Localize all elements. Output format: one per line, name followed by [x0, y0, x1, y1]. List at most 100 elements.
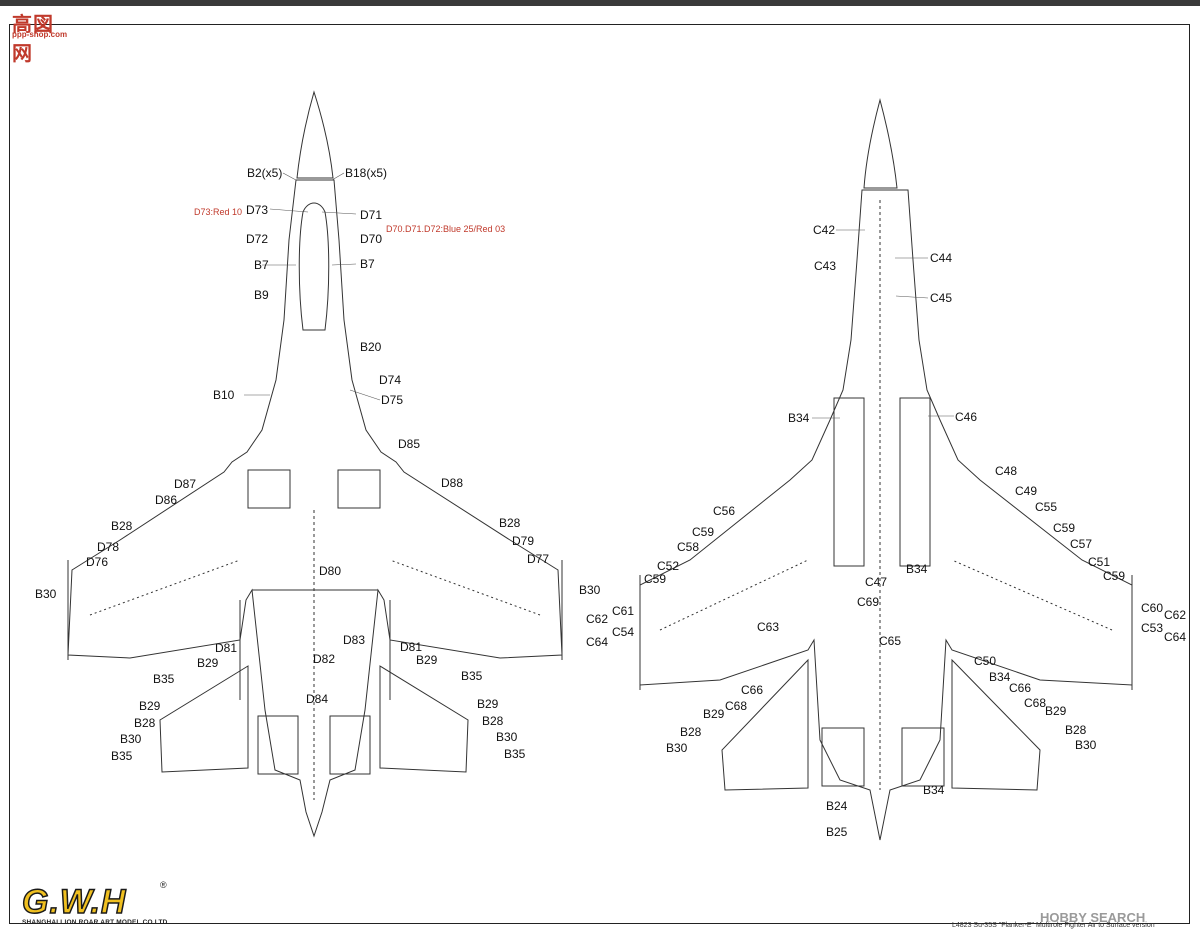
- callout-label: B25: [826, 825, 848, 839]
- callout-label: D86: [155, 493, 178, 507]
- callout-label: C68: [725, 699, 748, 713]
- callout-label: C62: [1164, 608, 1187, 622]
- leader-lines: [244, 172, 954, 419]
- callout-label: D78: [97, 540, 120, 554]
- callout-label: C63: [757, 620, 780, 634]
- callout-label: C53: [1141, 621, 1164, 635]
- callout-label: B29: [416, 653, 438, 667]
- callout-label: C59: [692, 525, 715, 539]
- callout-label: B29: [1045, 704, 1067, 718]
- callout-label: D88: [441, 476, 464, 490]
- callout-label: B30: [496, 730, 518, 744]
- callout-label: D84: [306, 692, 329, 706]
- callout-label: B28: [482, 714, 504, 728]
- callout-label: B29: [703, 707, 725, 721]
- callout-label: D74: [379, 373, 402, 387]
- callout-label: C45: [930, 291, 953, 305]
- callout-label: D71: [360, 208, 383, 222]
- callout-label: C48: [995, 464, 1018, 478]
- callout-label: C52: [657, 559, 680, 573]
- callout-label: B35: [504, 747, 526, 761]
- callout-label: B30: [1075, 738, 1097, 752]
- callout-label: B29: [197, 656, 219, 670]
- callout-label: B30: [579, 583, 601, 597]
- callout-label: B20: [360, 340, 382, 354]
- callout-label: D81: [215, 641, 238, 655]
- callout-note: D73:Red 10: [194, 207, 243, 217]
- callout-label: C60: [1141, 601, 1164, 615]
- callout-label: C55: [1035, 500, 1058, 514]
- gwh-logo: G.W.H: [21, 882, 127, 922]
- callout-label: C51: [1088, 555, 1111, 569]
- callout-label: B29: [477, 697, 499, 711]
- callout-label: D83: [343, 633, 366, 647]
- callout-label: C69: [857, 595, 880, 609]
- callout-label: D75: [381, 393, 404, 407]
- registered-mark: ®: [160, 880, 167, 890]
- watermark-subtitle: ppp-shop.com: [12, 30, 68, 39]
- watermark: 高図网 ppp-shop.com: [4, 2, 74, 65]
- callout-label: C59: [644, 572, 667, 586]
- callout-label: B30: [35, 587, 57, 601]
- callout-label: B28: [680, 725, 702, 739]
- callout-label: C57: [1070, 537, 1093, 551]
- callout-label: C59: [1053, 521, 1076, 535]
- callout-label: B28: [111, 519, 133, 533]
- callout-label: B18(x5): [345, 166, 388, 180]
- callout-label: B28: [1065, 723, 1087, 737]
- callout-label: D79: [512, 534, 535, 548]
- sheet-border: [9, 24, 1190, 924]
- callout-label: D82: [313, 652, 336, 666]
- callout-label: B30: [666, 741, 688, 755]
- callout-label: B34: [788, 411, 810, 425]
- callout-label: C50: [974, 654, 997, 668]
- callout-label: D76: [86, 555, 109, 569]
- callout-label: C61: [612, 604, 635, 618]
- callout-label: C68: [1024, 696, 1047, 710]
- callout-label: D80: [319, 564, 342, 578]
- callout-label: B7: [254, 258, 269, 272]
- callout-label: C62: [586, 612, 609, 626]
- company-name: SHANGHAI LION ROAR ART MODEL CO.LTD: [22, 919, 168, 926]
- hobbysearch-watermark: HOBBY SEARCH: [1040, 910, 1146, 925]
- callout-label: C42: [813, 223, 836, 237]
- callout-label: C64: [1164, 630, 1187, 644]
- callout-label: C49: [1015, 484, 1038, 498]
- callout-label: C66: [741, 683, 764, 697]
- callout-label: D85: [398, 437, 421, 451]
- callout-label: C66: [1009, 681, 1032, 695]
- product-caption: L4823 Su-35S "Flanker-E" Multirole Fight…: [952, 922, 1155, 929]
- callout-label: B30: [120, 732, 142, 746]
- callout-label: B34: [906, 562, 928, 576]
- callout-label: B29: [139, 699, 161, 713]
- callout-label: C46: [955, 410, 978, 424]
- callout-label: D81: [400, 640, 423, 654]
- callout-label: B35: [111, 749, 133, 763]
- callout-label: B9: [254, 288, 269, 302]
- callout-label: D87: [174, 477, 197, 491]
- callout-label: B28: [499, 516, 521, 530]
- callout-label: D72: [246, 232, 269, 246]
- callout-label: B34: [923, 783, 945, 797]
- watermark-title: 高図网: [12, 14, 54, 65]
- callout-label: C56: [713, 504, 736, 518]
- callout-label: C58: [677, 540, 700, 554]
- callout-label: B10: [213, 388, 235, 402]
- callout-label: C59: [1103, 569, 1126, 583]
- callout-label: D70: [360, 232, 383, 246]
- callout-label: B2(x5): [247, 166, 283, 180]
- top-edge-bar: [0, 0, 1200, 6]
- callout-label: B34: [989, 670, 1011, 684]
- callout-label: B35: [153, 672, 175, 686]
- callout-note: D70.D71.D72:Blue 25/Red 03: [386, 224, 506, 234]
- bottom-view-aircraft: [639, 98, 1133, 841]
- callout-label: C64: [586, 635, 609, 649]
- callout-label: B7: [360, 257, 375, 271]
- callout-label: C43: [814, 259, 837, 273]
- callout-label: D73: [246, 203, 269, 217]
- callout-label: B35: [461, 669, 483, 683]
- callout-label: C44: [930, 251, 953, 265]
- callout-label: D77: [527, 552, 550, 566]
- callout-label: C65: [879, 634, 902, 648]
